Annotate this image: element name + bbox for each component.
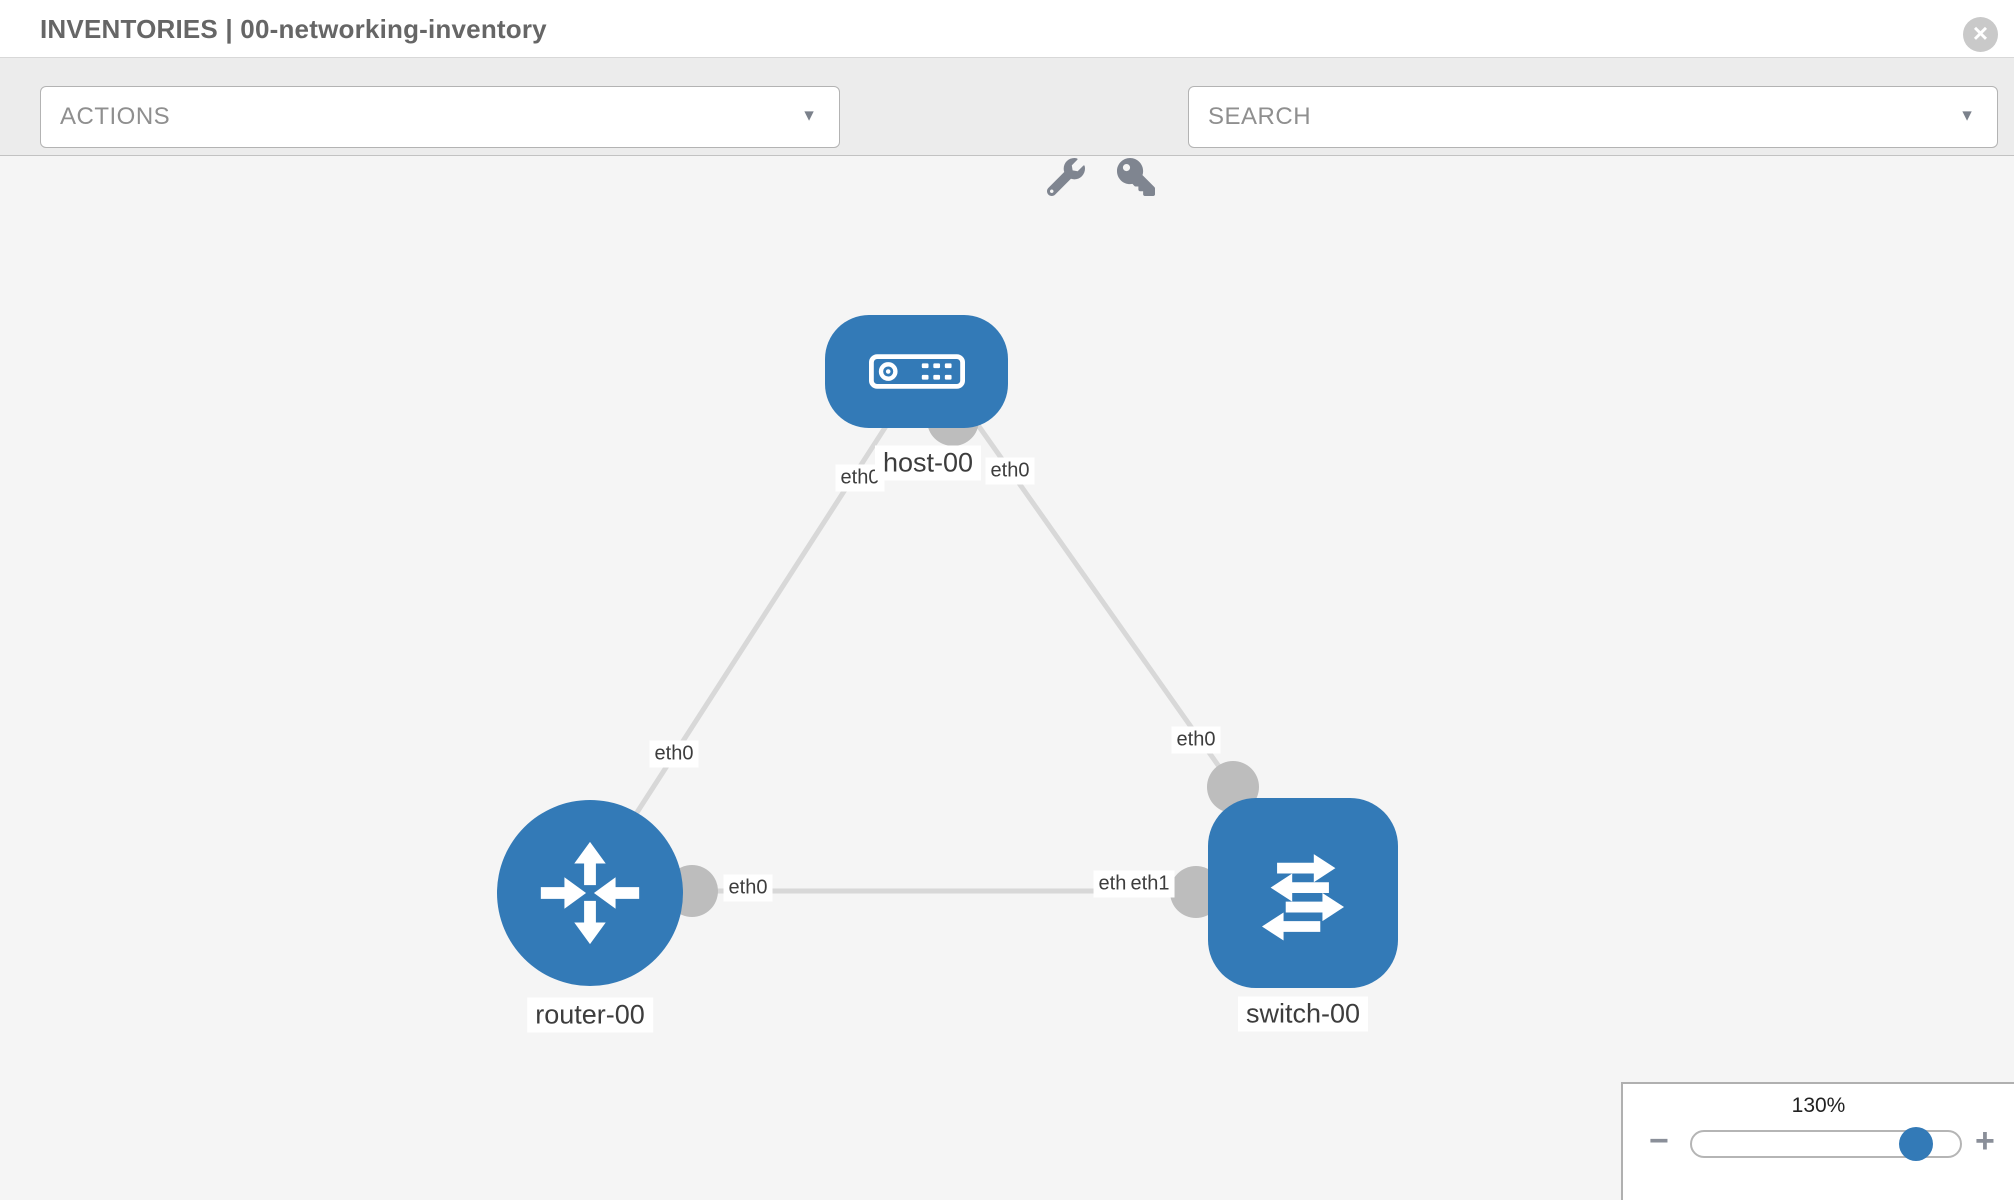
- actions-dropdown[interactable]: ACTIONS ▼: [40, 86, 840, 148]
- zoom-out-button[interactable]: −: [1649, 1122, 1669, 1160]
- interface-label-switch-link-over: eth1: [1125, 870, 1175, 898]
- key-icon: [1117, 158, 1155, 196]
- switch-icon: [1261, 854, 1345, 941]
- configure-button[interactable]: [1043, 156, 1089, 198]
- toolbar: ACTIONS ▼ SEARCH ▼: [0, 57, 2014, 196]
- node-router-00[interactable]: [497, 800, 683, 986]
- interface-label-host-right: eth0: [985, 457, 1035, 485]
- search-dropdown-label: SEARCH: [1208, 103, 1312, 130]
- interface-label-router-right: eth0: [723, 874, 773, 902]
- zoom-slider-track[interactable]: [1690, 1127, 1962, 1161]
- host-icon: [868, 354, 965, 389]
- zoom-slider-thumb[interactable]: [1899, 1127, 1933, 1161]
- zoom-panel: 130% − +: [1621, 1082, 2014, 1200]
- wrench-icon: [1047, 158, 1085, 196]
- interface-label-switch-top: eth0: [1171, 726, 1221, 754]
- node-label-host-00: host-00: [874, 445, 982, 481]
- credentials-button[interactable]: [1113, 156, 1159, 198]
- close-icon: ×: [1972, 18, 1989, 48]
- chevron-down-icon: ▼: [1959, 107, 1975, 125]
- chevron-down-icon: ▼: [801, 107, 817, 125]
- zoom-level-text: 130%: [1791, 1094, 1846, 1117]
- node-host-00[interactable]: [825, 315, 1008, 428]
- interface-label-router-link: eth0: [649, 740, 699, 768]
- node-label-switch-00: switch-00: [1237, 996, 1369, 1032]
- page-title: INVENTORIES | 00-networking-inventory: [40, 14, 547, 44]
- close-button[interactable]: ×: [1963, 17, 1998, 52]
- node-switch-00[interactable]: [1208, 798, 1398, 988]
- actions-dropdown-label: ACTIONS: [60, 103, 171, 130]
- node-label-router-00: router-00: [527, 997, 653, 1033]
- zoom-in-button[interactable]: +: [1975, 1122, 1995, 1160]
- page-header: INVENTORIES | 00-networking-inventory ×: [0, 0, 2014, 57]
- search-dropdown[interactable]: SEARCH ▼: [1188, 86, 1998, 148]
- router-icon: [540, 841, 640, 945]
- topology-canvas[interactable]: [0, 157, 2014, 1200]
